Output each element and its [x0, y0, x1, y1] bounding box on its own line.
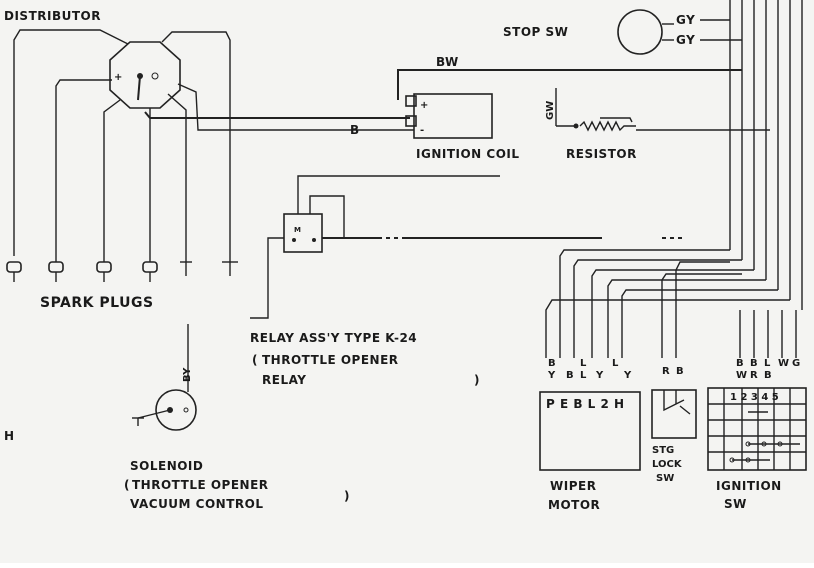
plug-lead-5	[167, 93, 187, 262]
svg-text:M: M	[294, 226, 301, 234]
wire-code: W	[778, 358, 789, 369]
resistor-icon	[579, 120, 636, 132]
distributor: DISTRIBUTOR +	[4, 9, 414, 262]
wire-code: L	[612, 358, 619, 369]
resistor: GW RESISTOR	[545, 88, 770, 161]
wire-code: B	[750, 358, 758, 369]
switch-icon	[663, 390, 691, 415]
svg-text:(: (	[124, 478, 130, 492]
wire-code: L	[764, 358, 771, 369]
spark-plug-icon	[48, 261, 64, 282]
wiper-label-line1: WIPER	[550, 479, 596, 493]
distributor-to-coil-wire	[144, 111, 410, 119]
svg-text:+: +	[420, 100, 428, 111]
relay-line2: THROTTLE OPENER	[262, 353, 399, 367]
ignition-coil-label: IGNITION COIL	[416, 147, 520, 161]
b-label: B	[350, 123, 360, 137]
spark-plug-icon	[222, 261, 238, 276]
branch-wires	[545, 249, 797, 358]
wire-code: Y	[595, 370, 604, 381]
stg-label-line2: LOCK	[652, 459, 683, 470]
svg-text:+: +	[114, 72, 122, 83]
wire-code: B	[764, 370, 772, 381]
wire-code: G	[792, 358, 800, 369]
wiper-label-line2: MOTOR	[548, 498, 600, 512]
stop-switch-icon	[617, 9, 663, 55]
left-edge-mark: H	[4, 429, 15, 443]
wire-code: R	[662, 366, 670, 377]
wire-code: W	[736, 370, 747, 381]
resistor-label: RESISTOR	[566, 147, 637, 161]
distributor-label: DISTRIBUTOR	[4, 9, 101, 23]
spark-plug-icon	[180, 261, 192, 276]
wire-code: B	[548, 358, 556, 369]
wiper-wire-codes: Y B B L L Y L Y	[547, 358, 632, 381]
ignition-label-line2: SW	[724, 497, 747, 511]
spark-plug-icon	[142, 261, 158, 282]
spark-plug-icon	[96, 261, 112, 282]
svg-text:): )	[474, 373, 480, 387]
bw-wire	[397, 69, 742, 100]
relay: M RELAY ASS'Y TYPE K-24 ( THROTTLE OPENE…	[250, 175, 752, 387]
wire-code: L	[580, 358, 587, 369]
gw-label: GW	[545, 101, 556, 120]
b-wire	[177, 83, 414, 131]
wire-code: B	[676, 366, 684, 377]
plug-lead-2	[55, 79, 112, 262]
relay-box	[283, 213, 323, 253]
solenoid-icon	[155, 389, 197, 431]
spark-plug-icon	[6, 261, 22, 282]
svg-text:-: -	[420, 125, 424, 136]
wiper-motor-box	[539, 391, 641, 471]
plug-lead-1	[13, 29, 129, 256]
solenoid-line2: THROTTLE OPENER	[132, 478, 269, 492]
main-harness	[729, 0, 803, 310]
ignition-switch: 1 2 3 4 5 IGNITION SW	[707, 387, 807, 511]
gy-bottom-label: GY	[676, 33, 695, 47]
stg-label-line3: SW	[656, 473, 674, 484]
stop-sw-label: STOP SW	[503, 25, 568, 39]
wire-code: Y	[623, 370, 632, 381]
plug-lead-6	[161, 31, 231, 262]
spark-plugs-label: SPARK PLUGS	[40, 295, 154, 311]
plug-lead-3	[103, 99, 121, 262]
gy-top-label: GY	[676, 13, 695, 27]
svg-text:): )	[344, 489, 350, 503]
wire-code: B	[566, 370, 574, 381]
distributor-cap	[109, 41, 181, 109]
solenoid-line3: VACUUM CONTROL	[130, 497, 264, 511]
wiper-terminals: P E B L 2 H	[546, 397, 625, 411]
solenoid-title: SOLENOID	[130, 459, 203, 473]
ignition-switch-table	[707, 387, 807, 471]
ignition-positions: 1 2 3 4 5	[730, 392, 779, 403]
stop-switch: STOP SW GY GY	[503, 9, 742, 55]
relay-title: RELAY ASS'Y TYPE K-24	[250, 331, 417, 345]
wiper-motor: P E B L 2 H WIPER MOTOR	[539, 391, 641, 512]
stg-lock-box	[651, 389, 697, 439]
wire-code: R	[750, 370, 758, 381]
svg-text:(: (	[252, 353, 258, 367]
relay-line3: RELAY	[262, 373, 306, 387]
wire-code: L	[580, 370, 587, 381]
stg-wire-codes: R B	[662, 366, 684, 377]
ignition-wire-codes: B W B R L B W G	[736, 358, 800, 381]
ignition-label-line1: IGNITION	[716, 479, 782, 493]
bw-label: BW	[436, 55, 459, 69]
ignition-coil: + - IGNITION COIL BW B	[350, 55, 742, 161]
spark-plugs: SPARK PLUGS	[6, 261, 238, 311]
by-label: BY	[182, 367, 193, 382]
solenoid: BY SOLENOID ( THROTTLE OPENER VACUUM CON…	[124, 324, 350, 511]
wire-code: Y	[547, 370, 556, 381]
wire-code: B	[736, 358, 744, 369]
stg-label-line1: STG	[652, 445, 674, 456]
stg-lock-switch: STG LOCK SW	[651, 389, 697, 484]
